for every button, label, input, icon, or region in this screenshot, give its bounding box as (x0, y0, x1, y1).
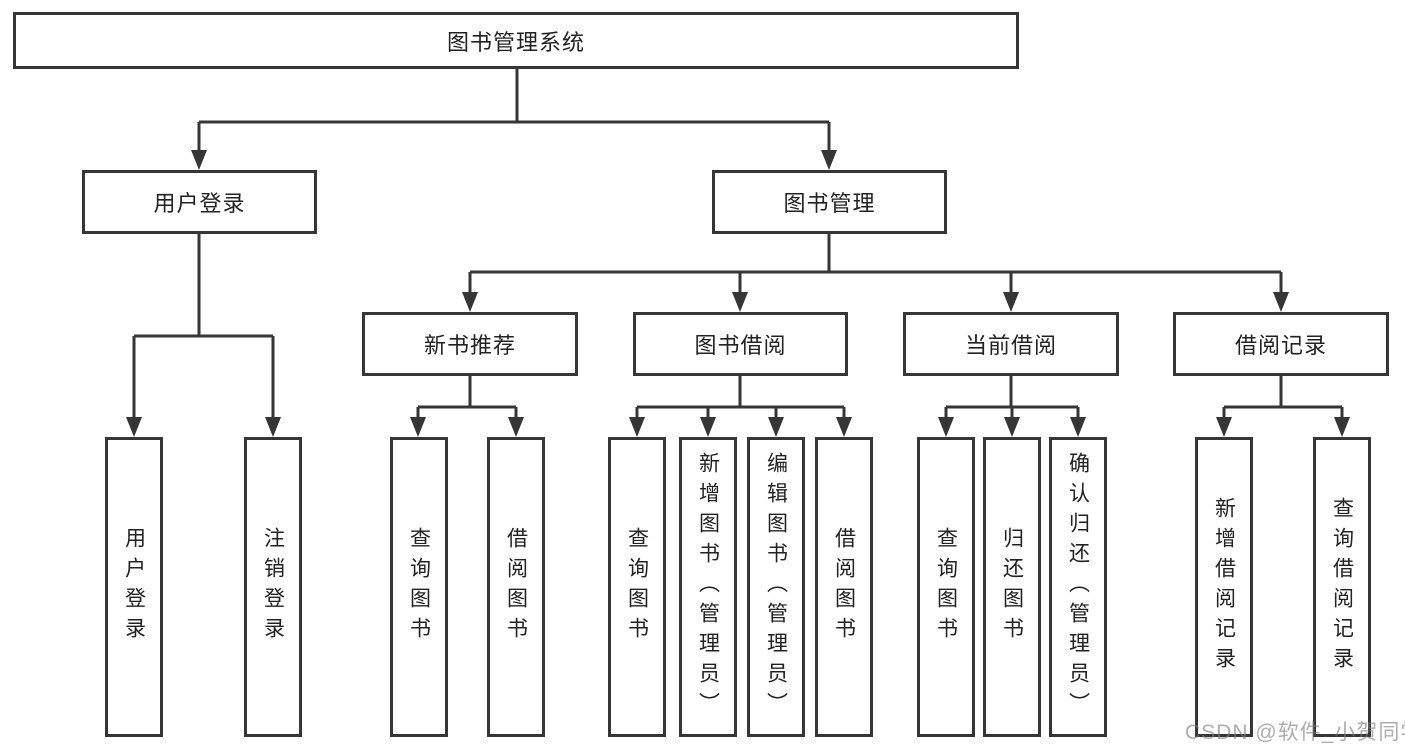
node-current-borrow: 当前借阅 (903, 312, 1119, 376)
leaf-add-borrow-record: 新增借阅记录 (1195, 437, 1253, 737)
node-borrow-record: 借阅记录 (1173, 312, 1389, 376)
leaf-borrow-query-book-label: 查询图书 (625, 527, 649, 647)
node-book-management-label: 图书管理 (783, 191, 876, 216)
node-borrow-record-label: 借阅记录 (1234, 333, 1327, 358)
leaf-user-login-label: 用户登录 (122, 527, 146, 647)
leaf-logout-label: 注销登录 (261, 527, 285, 647)
leaf-edit-book-admin: 编辑图书（管理员） (747, 437, 805, 737)
arrowheads (126, 150, 1350, 437)
leaf-borrow-query-book: 查询图书 (608, 437, 666, 737)
leaf-borrow-book-label: 借阅图书 (832, 527, 856, 647)
leaf-current-query-book: 查询图书 (917, 437, 975, 737)
leaf-confirm-return-admin: 确认归还（管理员） (1049, 437, 1107, 737)
leaf-confirm-return-admin-label: 确认归还（管理员） (1066, 452, 1090, 722)
leaf-add-book-admin-label: 新增图书（管理员） (696, 452, 720, 722)
leaf-user-login: 用户登录 (105, 437, 163, 737)
leaf-newrec-query-book-label: 查询图书 (407, 527, 431, 647)
leaf-current-query-book-label: 查询图书 (934, 527, 958, 647)
leaf-return-book-label: 归还图书 (1000, 527, 1024, 647)
node-user-login-label: 用户登录 (153, 191, 246, 216)
leaf-newrec-borrow-book: 借阅图书 (487, 437, 545, 737)
leaf-query-borrow-record-label: 查询借阅记录 (1330, 497, 1354, 677)
node-book-borrow: 图书借阅 (633, 312, 848, 376)
node-root-label: 图书管理系统 (446, 29, 585, 55)
node-user-login: 用户登录 (82, 170, 317, 234)
leaf-newrec-borrow-book-label: 借阅图书 (504, 527, 528, 647)
leaf-newrec-query-book: 查询图书 (390, 437, 448, 737)
leaf-edit-book-admin-label: 编辑图书（管理员） (764, 452, 788, 722)
leaf-query-borrow-record: 查询借阅记录 (1313, 437, 1371, 737)
node-current-borrow-label: 当前借阅 (964, 333, 1057, 358)
leaf-borrow-book: 借阅图书 (815, 437, 873, 737)
node-book-management: 图书管理 (712, 170, 947, 234)
node-new-book-rec: 新书推荐 (362, 312, 578, 376)
leaf-return-book: 归还图书 (983, 437, 1041, 737)
leaf-add-book-admin: 新增图书（管理员） (679, 437, 737, 737)
node-root: 图书管理系统 (13, 12, 1019, 69)
node-book-borrow-label: 图书借阅 (694, 333, 787, 358)
leaf-add-borrow-record-label: 新增借阅记录 (1212, 497, 1236, 677)
leaf-logout: 注销登录 (244, 437, 302, 737)
csdn-watermark: CSDN @软件_小贺同学 (1185, 721, 1405, 744)
node-new-book-rec-label: 新书推荐 (423, 333, 516, 358)
